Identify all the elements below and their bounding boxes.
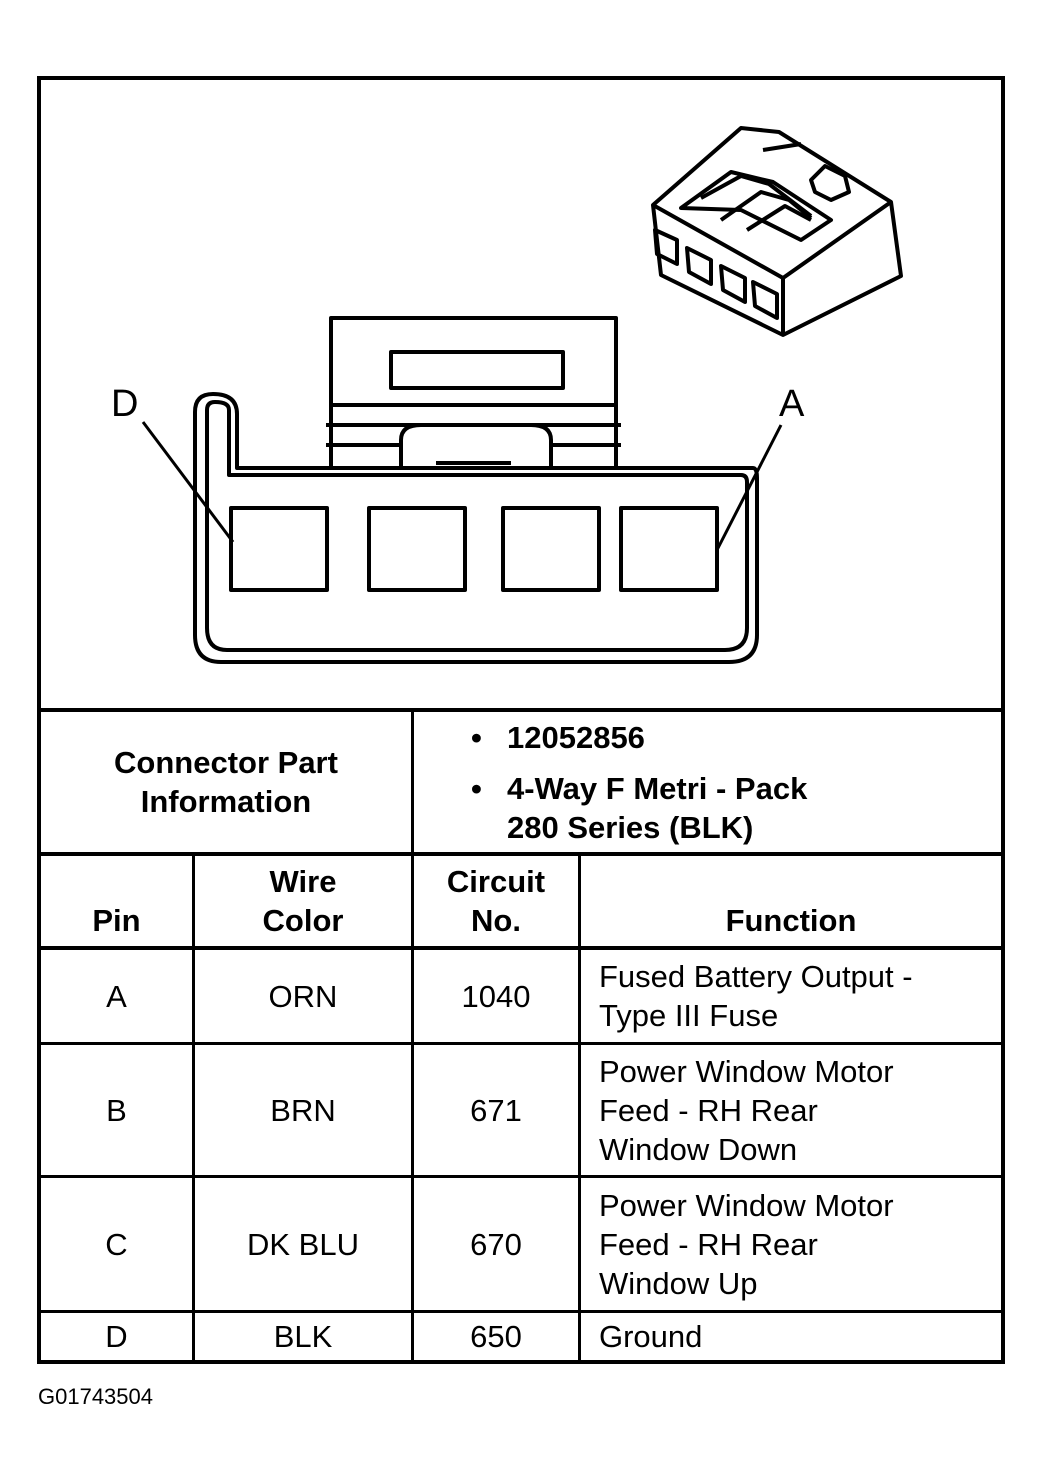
row-b-function-line2: Feed - RH Rear [599, 1092, 818, 1128]
connector-face-outline [193, 316, 759, 664]
row-d-pin: D [105, 1319, 128, 1354]
part-info-label: Connector Part Information [41, 712, 411, 852]
header-circuit: Circuit No. [414, 856, 578, 946]
row-b-function: Power Window Motor Feed - RH Rear Window… [581, 1045, 1001, 1175]
divider-partinfo [411, 710, 414, 854]
divider-partinfo-header [41, 852, 1001, 856]
row-d-circuit: 650 [470, 1319, 522, 1354]
row-d-function-line1: Ground [599, 1319, 703, 1354]
cavity-d [229, 506, 329, 592]
row-a-wire-color: ORN [268, 978, 338, 1014]
row-a-pin: A [106, 978, 127, 1014]
row-c-function-line1: Power Window Motor [599, 1187, 894, 1223]
part-info-item: • 12052856 [471, 718, 991, 757]
header-function: Function [581, 856, 1001, 946]
row-d-wire-color: BLK [273, 1319, 333, 1354]
row-a-circuit: 1040 [461, 978, 531, 1014]
row-c-wire-color: DK BLU [247, 1226, 359, 1262]
row-a-function: Fused Battery Output - Type III Fuse [581, 950, 1001, 1042]
row-a-function-line2: Type III Fuse [599, 998, 779, 1033]
leader-line-a [715, 424, 783, 551]
col-divider-wire [411, 854, 414, 1364]
bullet: • [471, 720, 482, 755]
header-circuit-line2: No. [471, 903, 521, 938]
cavity-a [619, 506, 719, 592]
part-description-line1: 4-Way F Metri - Pack [507, 771, 808, 806]
diagram-frame: D A Connector Part Information • 1205285… [37, 76, 1005, 1364]
connector-perspective-icon [651, 126, 903, 337]
col-divider-circuit [578, 854, 581, 1364]
part-info-label-line1: Connector Part [114, 745, 338, 780]
cavity-c [367, 506, 467, 592]
header-pin: Pin [41, 856, 192, 946]
divider-row-b [41, 1175, 1001, 1178]
part-number: 12052856 [507, 720, 645, 755]
divider-header-rows [41, 946, 1001, 950]
header-wire-color: Wire Color [195, 856, 411, 946]
row-b-pin: B [106, 1092, 127, 1128]
col-divider-pin [192, 854, 195, 1364]
header-wire-color-line2: Color [262, 903, 344, 938]
part-info-item: • 4-Way F Metri - Pack 280 Series (BLK) [471, 769, 991, 847]
row-c-circuit: 670 [470, 1226, 522, 1262]
row-c-pin: C [105, 1226, 128, 1262]
cavity-b [501, 506, 601, 592]
row-a-function-line1: Fused Battery Output - [599, 959, 913, 994]
row-c-function: Power Window Motor Feed - RH Rear Window… [581, 1178, 1001, 1310]
row-b-wire-color: BRN [270, 1092, 336, 1128]
pin-label-a: A [779, 383, 805, 425]
row-d-function: Ground [581, 1313, 1001, 1360]
divider-row-c [41, 1310, 1001, 1313]
connector-drawing: D A [111, 126, 903, 664]
bullet: • [471, 771, 482, 806]
leader-line-d [141, 421, 235, 543]
pin-label-d: D [111, 383, 138, 425]
header-wire-color-line1: Wire [269, 864, 337, 899]
row-b-circuit: 671 [470, 1092, 522, 1128]
divider-row-a [41, 1042, 1001, 1045]
header-pin-line2: Pin [92, 903, 141, 938]
part-description-line2: 280 Series (BLK) [507, 810, 754, 845]
part-info-label-line2: Information [140, 784, 312, 819]
row-c-function-line2: Feed - RH Rear [599, 1226, 818, 1262]
row-b-function-line3: Window Down [599, 1131, 798, 1167]
divider-drawing-table [41, 708, 1001, 712]
figure-id: G01743504 [38, 1384, 153, 1409]
row-c-function-line3: Window Up [599, 1265, 758, 1301]
header-function-line2: Function [725, 903, 857, 938]
header-circuit-line1: Circuit [446, 864, 546, 899]
part-info-list: • 12052856 • 4-Way F Metri - Pack 280 Se… [471, 718, 991, 847]
row-b-function-line1: Power Window Motor [599, 1053, 894, 1089]
